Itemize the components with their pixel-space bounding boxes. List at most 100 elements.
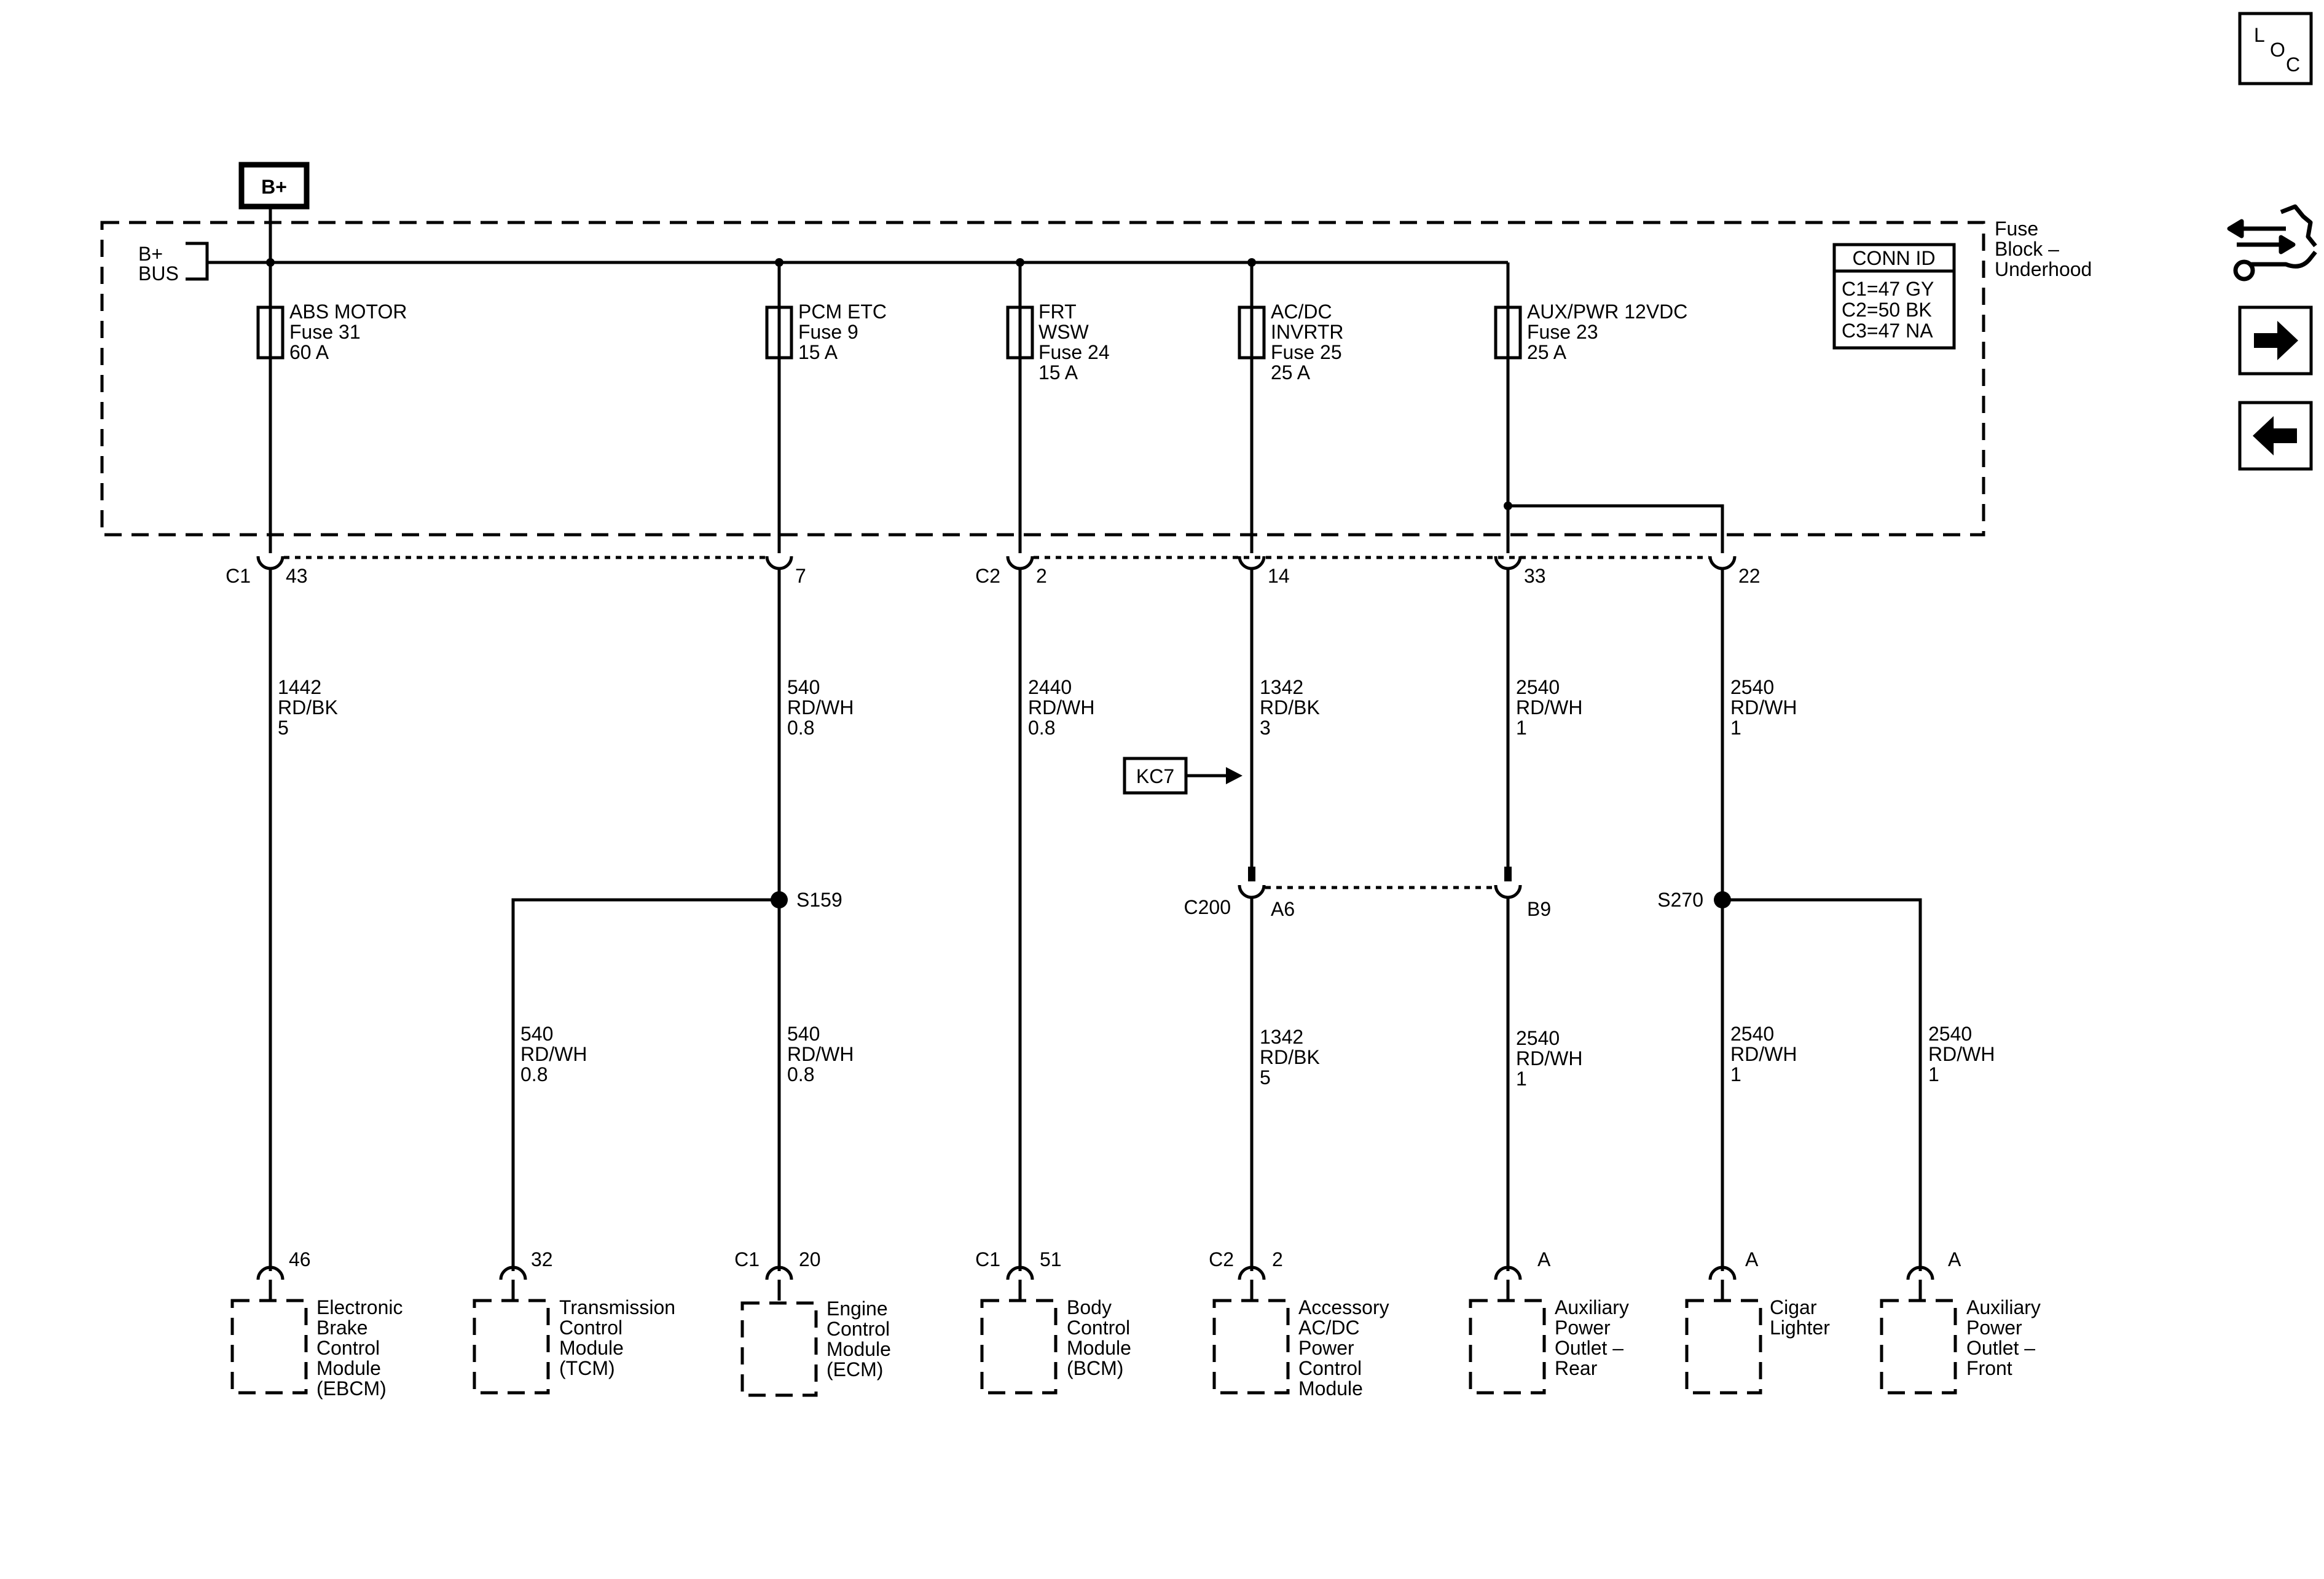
connector-terminal-icon xyxy=(1006,1266,1034,1280)
connector-pin: 22 xyxy=(1738,565,1761,587)
splice-s270 xyxy=(1714,891,1731,908)
wire-label: RD/WH xyxy=(1928,1043,1995,1065)
component-label: Auxiliary xyxy=(1555,1296,1629,1318)
connector-terminal-icon xyxy=(1238,556,1266,570)
component-label: Cigar xyxy=(1770,1296,1817,1318)
component-label: Power xyxy=(1966,1317,2022,1339)
wire-label: RD/WH xyxy=(1028,696,1094,719)
fuse-label: Fuse 31 xyxy=(289,321,361,343)
wire-label: 1342 xyxy=(1260,676,1303,698)
connector-name: C2 xyxy=(975,565,1000,587)
component-connector: C2 xyxy=(1209,1248,1234,1270)
fuse-symbols xyxy=(256,305,1522,360)
wire-label: RD/BK xyxy=(1260,1046,1320,1068)
connector-terminal-icon xyxy=(256,1266,285,1280)
wire-label: 1 xyxy=(1516,1068,1527,1090)
fuse-label: INVRTR xyxy=(1271,321,1344,343)
conn-id-row: C1=47 GY xyxy=(1842,278,1934,300)
loc-letter: L xyxy=(2254,24,2265,46)
loc-button[interactable]: L O C xyxy=(2238,12,2313,85)
wire-label: 1442 xyxy=(278,676,321,698)
arrow-right-icon xyxy=(1226,767,1242,784)
connector-name: C200 xyxy=(1184,896,1231,918)
connector-pin: 7 xyxy=(795,565,806,587)
component-bcm: C1 51 Body Control Module (BCM) xyxy=(975,1248,1131,1395)
component-label: Control xyxy=(559,1317,622,1339)
loc-letter: O xyxy=(2270,39,2285,61)
fuse-block-outline xyxy=(100,221,1985,537)
component-pin: A xyxy=(1745,1248,1759,1270)
next-page-button[interactable] xyxy=(2238,305,2313,376)
connector-terminal-icon xyxy=(1006,556,1034,570)
wire-label: RD/WH xyxy=(1516,1047,1582,1069)
bus-label-line: BUS xyxy=(138,262,179,285)
fuse-label: AC/DC xyxy=(1271,301,1332,323)
splice-s159 xyxy=(771,891,788,908)
connector-terminal-icon xyxy=(256,556,285,570)
component-label: Rear xyxy=(1555,1357,1598,1379)
previous-page-button[interactable] xyxy=(2238,401,2313,471)
connector-pin: B9 xyxy=(1527,898,1551,920)
wire-label: 2540 xyxy=(1730,1023,1774,1045)
fuse-label: Fuse 9 xyxy=(798,321,858,343)
component-label: Outlet – xyxy=(1555,1337,1623,1359)
wire-label: 2540 xyxy=(1516,676,1560,698)
wire-label: RD/BK xyxy=(278,696,338,719)
loc-letter: C xyxy=(2286,53,2300,76)
component-label: (ECM) xyxy=(826,1358,883,1380)
fuse-block-name-line: Underhood xyxy=(1995,258,2092,280)
component-label: Power xyxy=(1298,1337,1354,1359)
component-label: Control xyxy=(1298,1357,1362,1379)
wire-label: 2540 xyxy=(1516,1027,1560,1049)
fuse-label: 15 A xyxy=(1038,361,1078,384)
component-label: Outlet – xyxy=(1966,1337,2035,1359)
component-ecm: C1 20 Engine Control Module (ECM) xyxy=(734,1248,891,1397)
splice-label: S270 xyxy=(1657,889,1703,911)
wire-labels-lower: 540 RD/WH 0.8 540 RD/WH 0.8 1342 RD/BK 5… xyxy=(520,1023,1995,1090)
connector-tool-button[interactable] xyxy=(2227,204,2317,282)
fuse-label: ABS MOTOR xyxy=(289,301,407,323)
connector-terminal-icon xyxy=(1494,884,1522,899)
connector-terminal-icon xyxy=(1708,556,1737,570)
wire-label: 1 xyxy=(1516,717,1527,739)
fuse-label: 60 A xyxy=(289,341,329,363)
component-connector: C1 xyxy=(975,1248,1000,1270)
connector-pin: 43 xyxy=(286,565,308,587)
battery-source: B+ xyxy=(238,162,310,210)
component-cigar-lighter: A Cigar Lighter xyxy=(1685,1248,1830,1395)
fuse-label: PCM ETC xyxy=(798,301,887,323)
connector-terminal-icon xyxy=(765,556,793,570)
fuse-label: Fuse 24 xyxy=(1038,341,1110,363)
wire-label: 2440 xyxy=(1028,676,1072,698)
wire-label: 540 xyxy=(787,676,820,698)
wire-label: 1342 xyxy=(1260,1026,1303,1048)
connector-pin: 14 xyxy=(1268,565,1290,587)
component-label: Module xyxy=(316,1357,381,1379)
wire-label: RD/WH xyxy=(520,1043,587,1065)
wire-label: 0.8 xyxy=(520,1063,548,1085)
fuse-label: Fuse 25 xyxy=(1271,341,1342,363)
component-pin: A xyxy=(1948,1248,1961,1270)
connector-pin: 2 xyxy=(1036,565,1047,587)
inline-connector-c200: C200 A6 B9 xyxy=(1184,867,1551,920)
wire-label: 5 xyxy=(1260,1066,1271,1089)
component-label: Auxiliary xyxy=(1966,1296,2041,1318)
connector-terminal-icon xyxy=(499,1266,527,1280)
fuse-label: 25 A xyxy=(1527,341,1567,363)
wire-label: RD/WH xyxy=(787,1043,854,1065)
component-label: (EBCM) xyxy=(316,1377,387,1400)
reference-kc7[interactable]: KC7 xyxy=(1123,757,1242,795)
component-label: Engine xyxy=(826,1297,888,1320)
component-aux-outlet-front: A Auxiliary Power Outlet – Front xyxy=(1880,1248,2041,1395)
component-label: Body xyxy=(1067,1296,1112,1318)
splice-label: S159 xyxy=(796,889,842,911)
wire-label: 2540 xyxy=(1928,1023,1972,1045)
component-label: Module xyxy=(826,1338,891,1360)
fuse-labels: ABS MOTOR Fuse 31 60 A PCM ETC Fuse 9 15… xyxy=(289,301,1687,384)
wire-label: RD/WH xyxy=(1730,696,1797,719)
bus-bar xyxy=(207,207,1508,267)
conn-id-row: C3=47 NA xyxy=(1842,320,1933,342)
connector-pin: 33 xyxy=(1524,565,1546,587)
battery-source-label: B+ xyxy=(261,176,287,198)
